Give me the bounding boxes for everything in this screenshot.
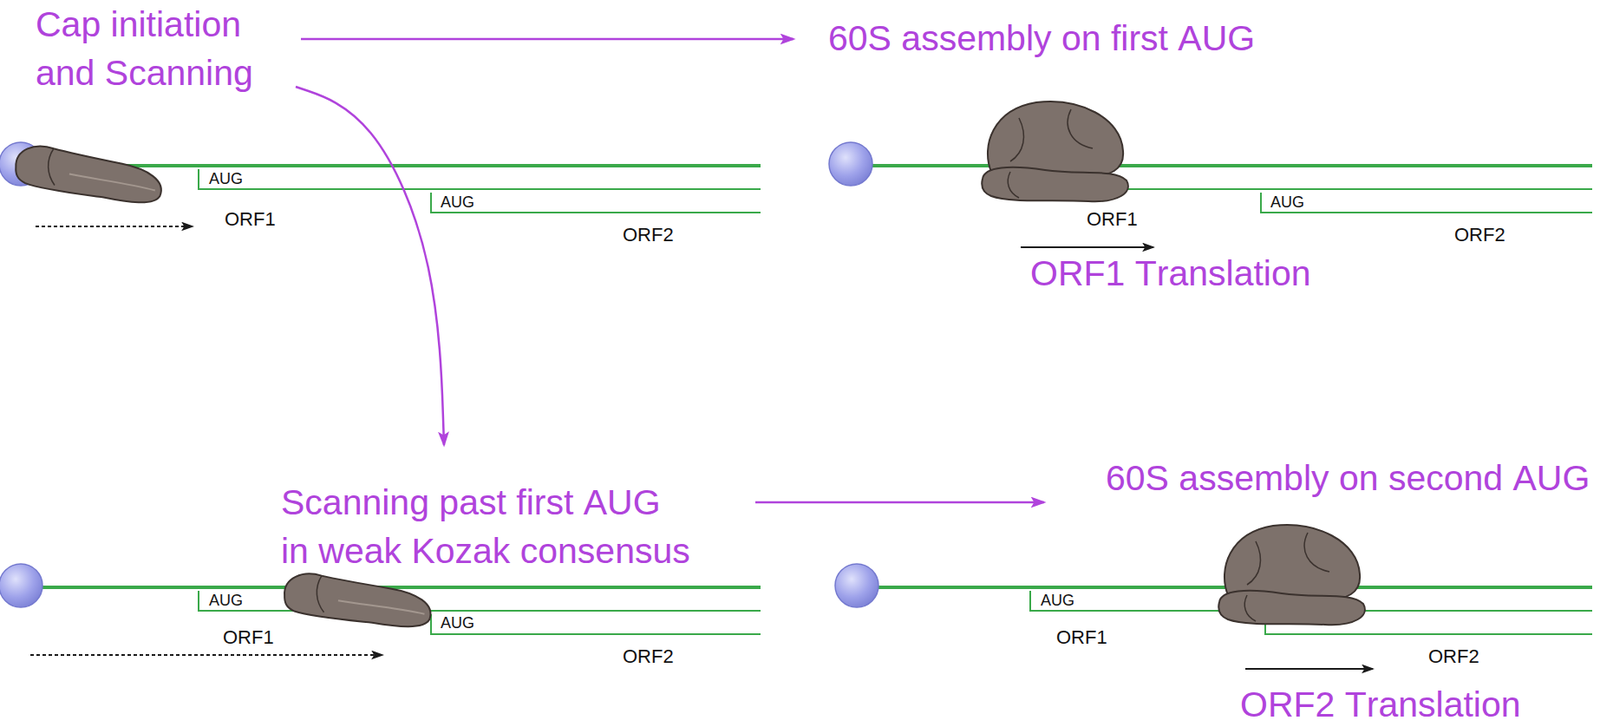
step-text: Scanning past first AUG in weak Kozak co… (280, 477, 694, 575)
ribosome-detail (338, 600, 425, 614)
scan-arrow (30, 653, 383, 656)
sequence-label: AUG (1040, 590, 1075, 610)
ribosome-80s (981, 101, 1129, 202)
step-node: Scanning past first AUG in weak Kozak co… (280, 477, 694, 575)
orf-bracket (198, 169, 761, 190)
sequence-label: ORF2 (622, 223, 674, 247)
step-text: 60S assembly on second AUG (1105, 453, 1596, 503)
step-node: Cap initiation and Scanning (35, 0, 288, 98)
ribosome-40s (981, 167, 1129, 202)
orf-bracket (431, 192, 761, 213)
step-node: 60S assembly on first AUG (828, 13, 1349, 63)
ribosome-80s (1218, 524, 1365, 625)
connector-layer (295, 39, 1045, 503)
mrna-strand (850, 163, 1593, 168)
translation-arrow (1020, 246, 1154, 249)
small-subunit (13, 144, 164, 204)
cap-bead (829, 142, 873, 186)
ribosome-detail (316, 574, 326, 612)
sequence-label: AUG (440, 192, 475, 212)
ribosome-40s (13, 144, 164, 204)
translation-arrow (1245, 667, 1373, 670)
sequence-label: ORF2 (1428, 645, 1480, 668)
step-text: Cap initiation and Scanning (35, 0, 288, 98)
step-caption: ORF2 Translation (1240, 683, 1522, 726)
mrna-panel (835, 524, 1593, 669)
ribosome-detail (1304, 532, 1330, 572)
flow-arrow (295, 86, 445, 445)
ribosome-detail (1247, 541, 1261, 585)
ribosome-40s (283, 572, 432, 627)
cap-bead (835, 563, 879, 608)
ribosome-detail (1007, 171, 1019, 198)
scan-arrow (35, 225, 193, 228)
flow-arrow (300, 38, 794, 41)
ribosome-detail (46, 148, 58, 186)
sequence-label: ORF1 (222, 626, 275, 649)
mrna-panel (829, 101, 1593, 248)
ribosome-detail (1244, 594, 1256, 621)
sequence-label: AUG (208, 590, 243, 610)
orf-bracket (198, 590, 761, 611)
mrna-panel (0, 142, 761, 227)
ribosome-detail (1010, 117, 1024, 162)
sequence-label: ORF1 (1086, 208, 1138, 231)
sequence-label: ORF1 (1056, 626, 1108, 649)
ribosome-40s (1218, 590, 1365, 625)
orf-bracket (1260, 192, 1593, 213)
step-caption: ORF1 Translation (1030, 252, 1312, 295)
cap-bead (0, 563, 43, 608)
sequence-label: AUG (440, 613, 475, 633)
sequence-label: ORF2 (622, 645, 674, 668)
ribosome-detail (68, 174, 157, 191)
mrna-panel (0, 563, 761, 655)
flow-arrow (755, 501, 1045, 504)
sequence-label: ORF1 (224, 208, 276, 231)
step-text: 60S assembly on first AUG (828, 13, 1349, 63)
sequence-label: AUG (1270, 192, 1305, 212)
orf-bracket (431, 613, 761, 634)
step-node: 60S assembly on second AUG (1105, 453, 1596, 503)
sequence-label: ORF2 (1454, 223, 1506, 247)
sequence-label: AUG (208, 169, 243, 189)
small-subunit (283, 572, 432, 627)
ribosome-detail (1067, 109, 1093, 149)
